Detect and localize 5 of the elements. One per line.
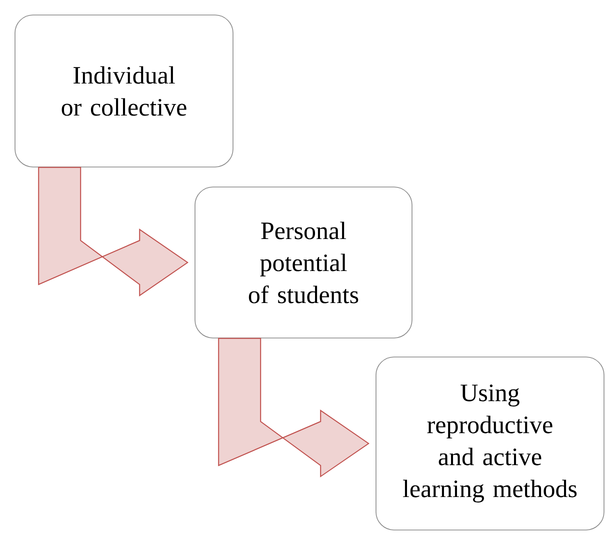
bent-arrow <box>218 338 370 478</box>
process-box: Individual or collective <box>14 14 234 168</box>
process-box: Using reproductive and active learning methods <box>376 356 604 530</box>
process-box: Personal potential of students <box>194 186 412 338</box>
bent-arrow <box>38 166 188 296</box>
